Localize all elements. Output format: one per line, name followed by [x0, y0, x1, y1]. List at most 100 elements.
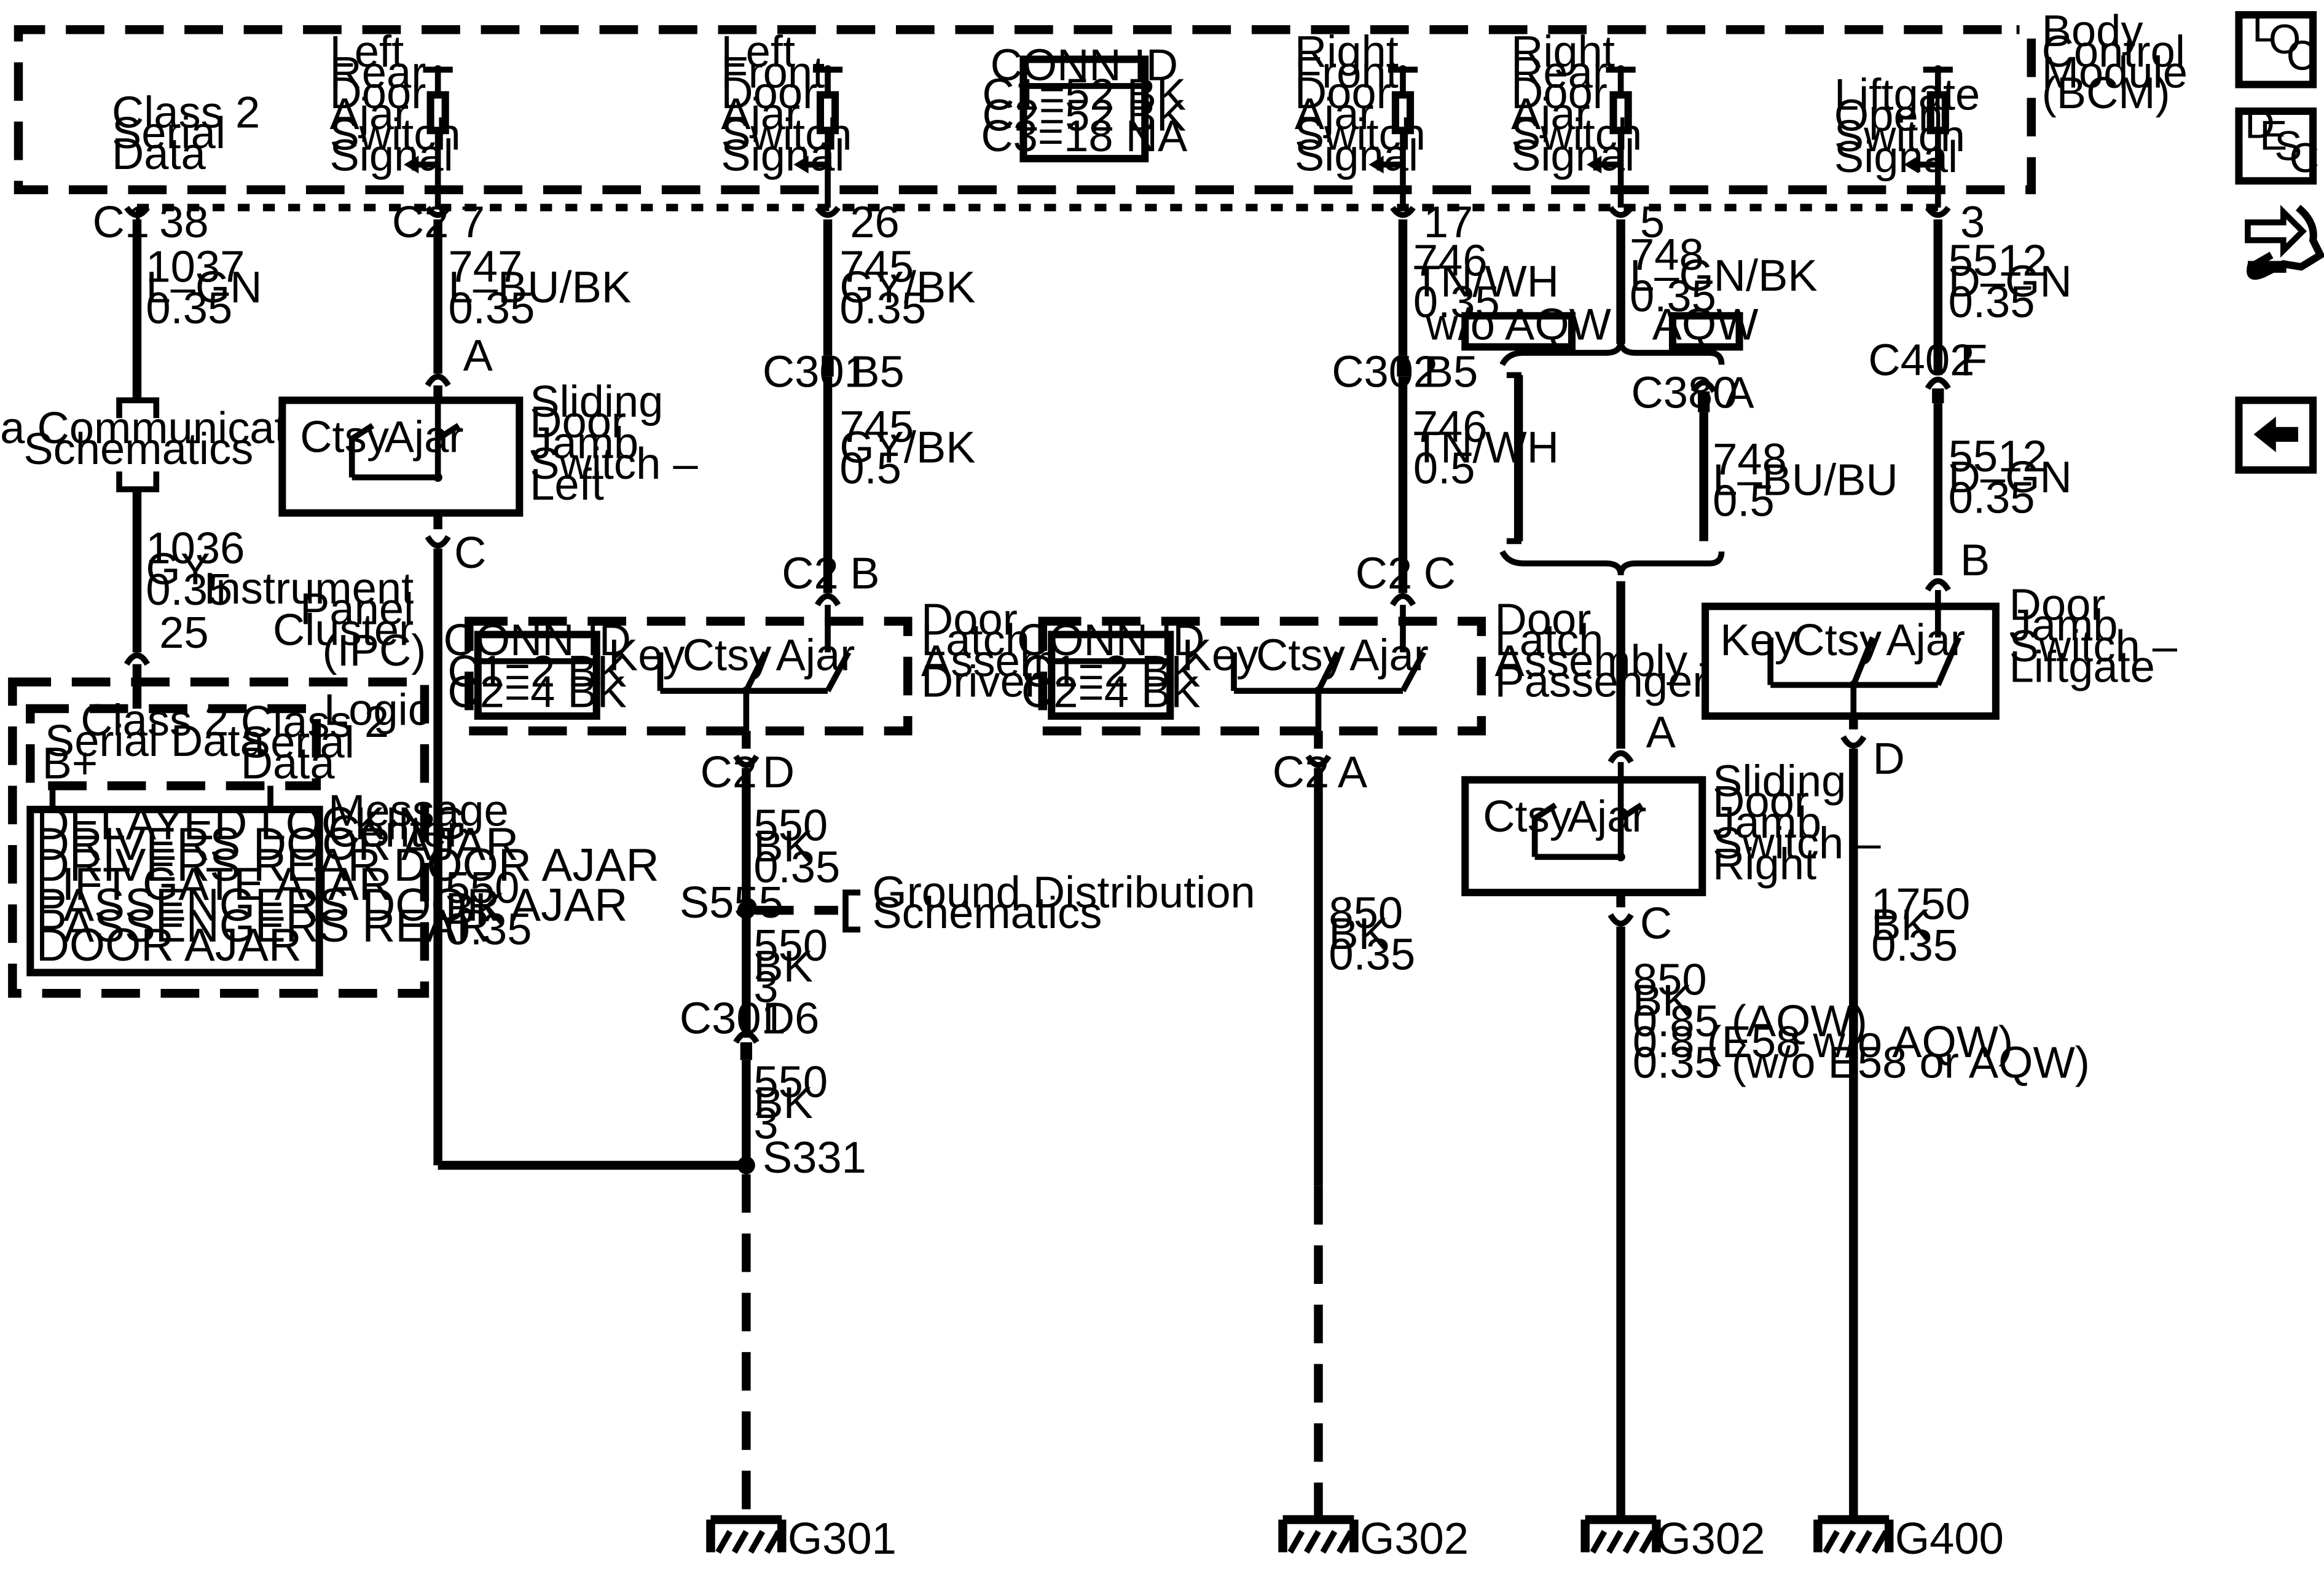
svg-text:B5: B5 [1424, 347, 1478, 397]
svg-text:745GY/BK0.35: 745GY/BK0.35 [839, 242, 975, 333]
svg-text:G400: G400 [1895, 1514, 2004, 1564]
svg-text:B: B [850, 549, 879, 599]
svg-text:S555: S555 [680, 878, 783, 927]
svg-text:D: D [2245, 101, 2275, 147]
bcm-label: Body Control Module (BCM) [2042, 6, 2200, 118]
svg-text:17: 17 [1424, 197, 1474, 247]
svg-text:L: L [2252, 5, 2275, 51]
svg-text:C2=52 BK: C2=52 BK [982, 90, 1186, 140]
svg-text:745GY/BK0.5: 745GY/BK0.5 [839, 402, 975, 494]
svg-text:C2: C2 [782, 549, 838, 599]
svg-text:C402: C402 [1868, 335, 1974, 385]
svg-text:38: 38 [159, 197, 209, 247]
svg-text:Ctsy: Ctsy [300, 412, 390, 462]
svg-text:C: C [2287, 33, 2317, 79]
svg-text:Class 2SerialData: Class 2SerialData [241, 697, 389, 789]
latch-passenger-label: DoorLatchAssembly –Passenger [1495, 594, 1725, 706]
driver-door-circuit: 745GY/BK0.35 C301 B5 745GY/BK0.5 C2 B CO… [443, 219, 1255, 1564]
ground-g302-left: G302 [1278, 1514, 1469, 1564]
svg-text:O: O [2269, 17, 2301, 63]
svg-text:550BK0.35: 550BK0.35 [446, 863, 532, 954]
ipc-message-center-label: MessageCenter [328, 786, 509, 857]
svg-text:A: A [1338, 747, 1368, 797]
svg-text:C1=2 BK: C1=2 BK [447, 647, 627, 696]
svg-text:D6: D6 [763, 993, 820, 1043]
svg-text:747L–BU/BK0.35: 747L–BU/BK0.35 [449, 242, 632, 333]
back-arrow-button[interactable] [2235, 396, 2317, 474]
svg-text:A: A [1646, 707, 1676, 757]
svg-text:D: D [763, 747, 795, 797]
svg-text:Key: Key [608, 630, 686, 680]
liftgate-switch-label: DoorJambSwitch –Liftgate [2009, 580, 2178, 691]
svg-text:A: A [463, 331, 493, 380]
svg-text:550BK0.35: 550BK0.35 [753, 801, 840, 892]
sliding-left-label: SlidingDoorJambSwitch –Left [530, 377, 698, 510]
location-button[interactable]: L O C [2235, 5, 2317, 89]
ground-g301: G301 [706, 1514, 897, 1564]
svg-text:E: E [2259, 113, 2287, 159]
svg-text:26: 26 [850, 197, 900, 247]
svg-text:Ctsy: Ctsy [1483, 792, 1572, 841]
svg-text:G302: G302 [1360, 1514, 1469, 1564]
svg-text:Left Rear Door: Left Rear Door Ajar Switch Signal [330, 27, 473, 181]
class2-circuit: 1037L–GN0.35 Data Communication Schemati… [0, 219, 346, 709]
option-wo-aqw: w/o AQW [1425, 299, 1611, 349]
diagnostic-wrench-icon[interactable] [2245, 205, 2324, 280]
svg-text:Right Rear Doo: Right Rear Door Ajar Switch Signal [1511, 27, 1654, 181]
ground-g400: G400 [1813, 1514, 2004, 1564]
svg-text:S: S [2274, 124, 2302, 170]
svg-text:Ajar: Ajar [1568, 792, 1647, 841]
svg-text:3: 3 [1960, 197, 1985, 247]
svg-text:5512D–GN0.35: 5512D–GN0.35 [1949, 431, 2072, 523]
signal-left-front-door: Left Front Door Ajar Switch Signal [721, 27, 852, 208]
svg-text:S331: S331 [763, 1133, 866, 1183]
svg-text:C2: C2 [1356, 549, 1413, 599]
ipc-label: Instrument Panel Cluster (IPC) [203, 564, 426, 675]
svg-text:5: 5 [1640, 197, 1665, 247]
svg-text:Ajar: Ajar [776, 630, 855, 680]
class2-signal-label: Class 2 Serial Data [112, 87, 272, 179]
svg-text:B+: B+ [42, 738, 98, 788]
svg-text:G301: G301 [788, 1514, 897, 1564]
svg-text:Ajar: Ajar [385, 412, 464, 462]
svg-text:CONN ID: CONN ID [1017, 615, 1205, 665]
right-rear-circuit: 748L–GN/BK0.35 w/o AQW AQW C380 A 748L–B… [1425, 219, 2090, 1564]
svg-text:Logic: Logic [324, 685, 430, 735]
svg-text:C380: C380 [1631, 368, 1737, 417]
description-button[interactable]: D E S C [2235, 101, 2319, 185]
signal-right-front-door: Right Front Door Ajar Switch Signal [1295, 27, 1426, 208]
svg-text:Ctsy: Ctsy [1256, 630, 1346, 680]
bcm-conn-id: CONN ID C1=52 BK C2=52 BK C3=18 NA [981, 40, 1188, 163]
svg-text:CONN ID: CONN ID [991, 40, 1179, 90]
svg-text:850BK0.35: 850BK0.35 [1329, 888, 1415, 980]
svg-text:CONN ID: CONN ID [443, 615, 631, 665]
svg-text:850BK0.85 (AQW)0.8 (E58 w/o AQ: 850BK0.85 (AQW)0.8 (E58 w/o AQW)0.35 (w/… [1633, 955, 2090, 1088]
svg-text:C302: C302 [1332, 347, 1438, 397]
svg-text:7: 7 [460, 197, 485, 247]
svg-text:550BK3: 550BK3 [753, 921, 828, 1012]
left-rear-circuit: 747L–BU/BK0.35 A Ctsy Ajar SlidingDoorJa… [278, 219, 747, 1170]
svg-text:A: A [1724, 368, 1754, 417]
ipc-messages: DELAYED LOCKING DRIVERS DOOR AJAR DRIVER… [36, 797, 672, 970]
svg-text:C301: C301 [763, 347, 869, 397]
passenger-door-circuit: 746TN/WH0.35 C302 B5 746TN/WH0.5 C2 C CO… [1017, 219, 1725, 1564]
option-aqw: AQW [1652, 299, 1759, 349]
bcm-module: Body Control Module (BCM) CONN ID C1=52 … [14, 6, 2200, 211]
svg-text:Class 2: Class 2 [80, 695, 229, 745]
svg-text:G302: G302 [1656, 1514, 1765, 1564]
svg-text:C2=4 BK: C2=4 BK [1021, 667, 1201, 717]
svg-text:C301: C301 [680, 993, 786, 1043]
svg-text:B: B [1960, 535, 1990, 585]
svg-text:746TN/WH0.5: 746TN/WH0.5 [1413, 402, 1559, 494]
svg-text:Ajar: Ajar [1886, 615, 1965, 665]
svg-text:C: C [454, 528, 486, 578]
svg-text:C1=52 BK: C1=52 BK [982, 70, 1186, 120]
signal-right-rear-door: Right Rear Door Ajar Switch Signal [1511, 27, 1654, 208]
svg-text:1037L–GN0.35: 1037L–GN0.35 [146, 242, 262, 333]
svg-text:Ajar: Ajar [1349, 630, 1429, 680]
sliding-right-label: SlidingDoorJambSwitch –Right [1713, 756, 1881, 889]
svg-text:25: 25 [159, 608, 209, 658]
liftgate-circuit: 5512D–GN0.35 C402 F 5512D–GN0.35 B Key C… [1702, 219, 2178, 1564]
ground-dist-link[interactable]: Ground DistributionSchematics [872, 867, 1255, 938]
